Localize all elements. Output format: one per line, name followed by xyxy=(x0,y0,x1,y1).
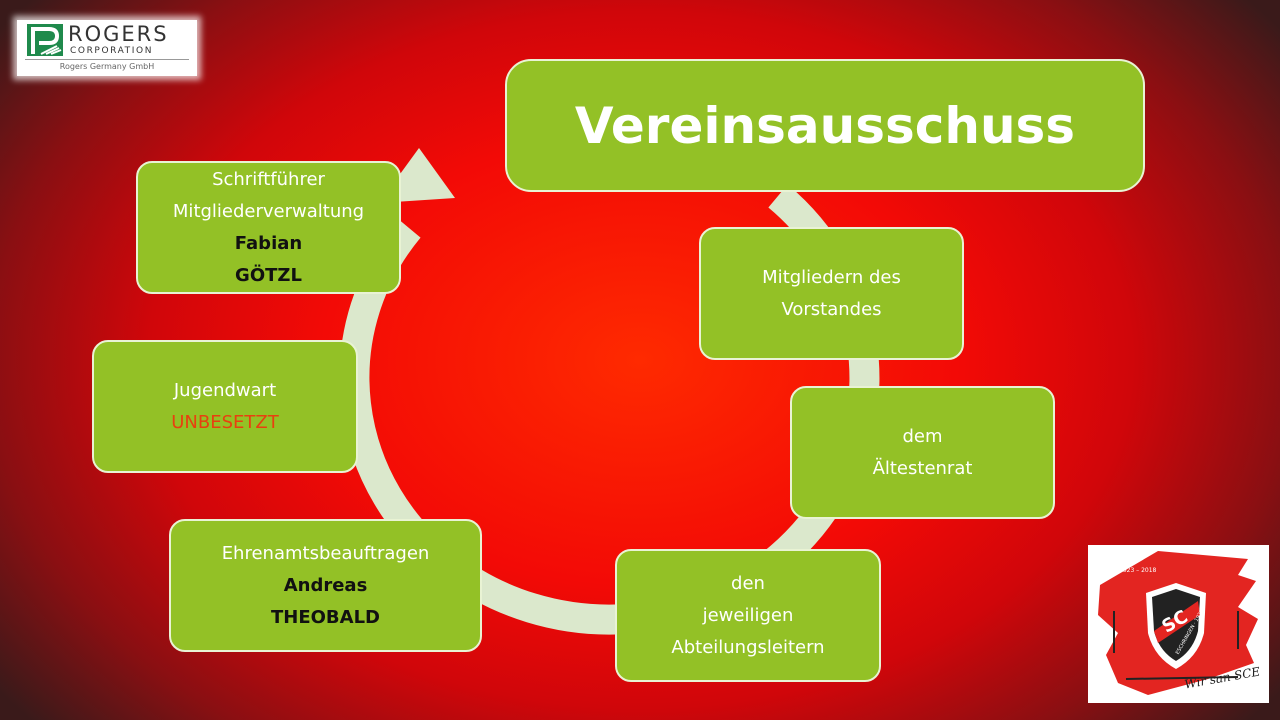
member-box-vorstand: Mitgliedern des Vorstandes xyxy=(699,227,964,360)
role-label: Mitgliederverwaltung xyxy=(172,200,365,222)
diagram-title: Vereinsausschuss xyxy=(574,96,1076,155)
club-logo: 1923 – 2018 SC ESCHRINGEN · 1923 Wir san… xyxy=(1088,545,1269,703)
role-label: Schriftführer xyxy=(212,168,325,190)
logo-subtitle: CORPORATION xyxy=(70,46,154,56)
role-label: Ehrenamtsbeauftragen xyxy=(221,542,430,564)
role-box-jugendwart: Jugendwart UNBESETZT xyxy=(92,340,358,473)
title-box: Vereinsausschuss xyxy=(505,59,1145,192)
role-box-schriftfuehrer: Schriftführer Mitgliederverwaltung Fabia… xyxy=(136,161,401,294)
member-box-abteilungsleiter: den jeweiligen Abteilungsleitern xyxy=(615,549,881,682)
member-line: Mitgliedern des xyxy=(762,266,901,288)
club-crest-icon: 1923 – 2018 SC ESCHRINGEN · 1923 xyxy=(1098,551,1258,695)
logo-name: ROGERS xyxy=(68,22,169,46)
person-first-name: Fabian xyxy=(234,232,303,254)
member-line: Vorstandes xyxy=(781,298,882,320)
rogers-mark-icon xyxy=(27,24,63,56)
logo-divider xyxy=(25,59,189,60)
person-first-name: Andreas xyxy=(283,574,368,596)
logo-entity: Rogers Germany GmbH xyxy=(59,62,155,71)
member-box-aeltestenrat: dem Ältestenrat xyxy=(790,386,1055,519)
member-line: Abteilungsleitern xyxy=(671,636,825,658)
role-label: Jugendwart xyxy=(173,379,277,401)
rogers-logo: ROGERS CORPORATION Rogers Germany GmbH xyxy=(17,20,197,76)
member-line: den xyxy=(731,572,765,594)
person-last-name: THEOBALD xyxy=(270,606,380,628)
role-box-ehrenamt: Ehrenamtsbeauftragen Andreas THEOBALD xyxy=(169,519,482,652)
club-years: 1923 – 2018 xyxy=(1119,567,1157,574)
member-line: jeweiligen xyxy=(702,604,794,626)
member-line: dem xyxy=(902,425,943,447)
person-last-name: GÖTZL xyxy=(235,264,302,286)
member-line: Ältestenrat xyxy=(872,457,973,479)
vacant-status: UNBESETZT xyxy=(171,411,279,433)
